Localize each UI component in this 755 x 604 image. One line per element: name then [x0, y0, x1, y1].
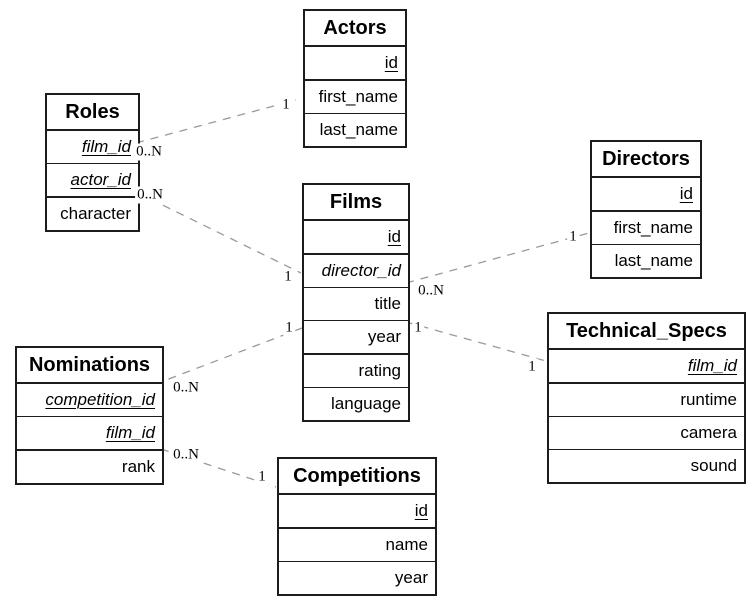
cardinality-label-roles-films-1: 1: [282, 268, 294, 286]
cardinality-label-films-nominations-0: 1: [283, 319, 295, 337]
field-films-year: year: [304, 320, 408, 353]
field-technical_specs-camera: camera: [549, 416, 744, 449]
cardinality-label-roles-actors-0: 0..N: [134, 143, 164, 161]
entity-title-competitions: Competitions: [279, 459, 435, 494]
field-competitions-year: year: [279, 561, 435, 594]
cardinality-label-roles-actors-1: 1: [280, 96, 292, 114]
field-films-rating: rating: [304, 353, 408, 387]
field-actors-last_name: last_name: [305, 113, 405, 146]
entity-title-nominations: Nominations: [17, 348, 162, 383]
field-technical_specs-film_id: film_id: [549, 349, 744, 382]
field-actors-first_name: first_name: [305, 79, 405, 113]
cardinality-label-films-nominations-1: 0..N: [171, 379, 201, 397]
field-films-language: language: [304, 387, 408, 420]
relation-line-films-directors: [405, 232, 590, 284]
field-nominations-rank: rank: [17, 449, 162, 483]
field-roles-actor_id: actor_id: [47, 163, 138, 196]
cardinality-label-films-directors-0: 0..N: [416, 282, 446, 300]
entity-title-roles: Roles: [47, 95, 138, 130]
cardinality-label-nominations-competitions-0: 0..N: [171, 446, 201, 464]
field-nominations-competition_id: competition_id: [17, 383, 162, 416]
field-films-director_id: director_id: [304, 253, 408, 287]
field-directors-id: id: [592, 177, 700, 210]
field-directors-last_name: last_name: [592, 244, 700, 277]
entity-title-films: Films: [304, 185, 408, 220]
field-directors-first_name: first_name: [592, 210, 700, 244]
field-nominations-film_id: film_id: [17, 416, 162, 449]
field-films-id: id: [304, 220, 408, 253]
cardinality-label-films-directors-1: 1: [567, 228, 579, 246]
field-competitions-id: id: [279, 494, 435, 527]
field-actors-id: id: [305, 46, 405, 79]
entity-title-directors: Directors: [592, 142, 700, 177]
cardinality-label-nominations-competitions-1: 1: [256, 468, 268, 486]
relation-line-roles-actors: [135, 99, 297, 144]
cardinality-label-films-technical_specs-1: 1: [526, 358, 538, 376]
relation-line-roles-films: [135, 191, 302, 274]
cardinality-label-films-technical_specs-0: 1: [412, 319, 424, 337]
entity-title-actors: Actors: [305, 11, 405, 46]
relation-line-films-nominations: [160, 327, 303, 383]
field-roles-film_id: film_id: [47, 130, 138, 163]
field-technical_specs-sound: sound: [549, 449, 744, 482]
field-technical_specs-runtime: runtime: [549, 382, 744, 416]
cardinality-label-roles-films-0: 0..N: [135, 186, 165, 204]
field-competitions-name: name: [279, 527, 435, 561]
relation-line-films-technical_specs: [405, 321, 547, 362]
field-films-title: title: [304, 287, 408, 320]
field-roles-character: character: [47, 196, 138, 230]
entity-title-technical_specs: Technical_Specs: [549, 314, 744, 349]
